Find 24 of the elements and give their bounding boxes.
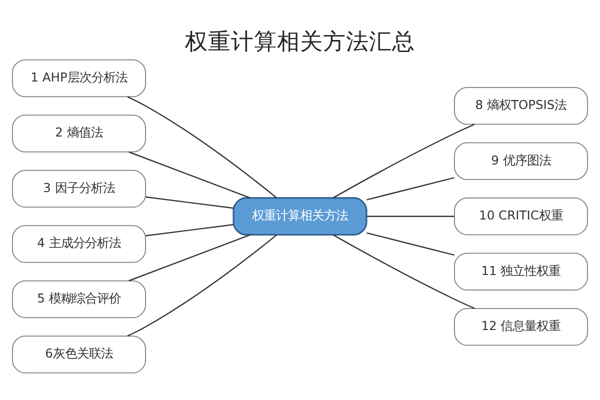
node-box: 6灰色关联法 xyxy=(12,336,146,374)
diagram-title: 权重计算相关方法汇总 xyxy=(185,29,415,56)
node-box: 5 模糊综合评价 xyxy=(12,280,146,318)
node-box: 11 独立性权重 xyxy=(454,252,588,291)
connector xyxy=(146,196,234,209)
node-box: 8 熵权TOPSIS法 xyxy=(454,86,588,125)
node-box: 1 AHP层次分析法 xyxy=(12,59,146,98)
connector xyxy=(366,177,454,200)
connector xyxy=(128,234,250,282)
node-box: 2 熵值法 xyxy=(12,114,146,152)
connector xyxy=(128,151,250,198)
connector xyxy=(146,224,234,236)
connector xyxy=(127,234,278,337)
connector xyxy=(366,216,454,217)
node-box: 12 信息量权重 xyxy=(454,308,588,346)
connector xyxy=(332,234,475,309)
node-box: 权重计算相关方法 xyxy=(232,197,368,236)
node-box: 9 优序图法 xyxy=(454,142,588,180)
node-box: 4 主成分分析法 xyxy=(12,225,146,263)
connector xyxy=(332,124,475,198)
connector xyxy=(127,96,278,198)
node-box: 3 因子分析法 xyxy=(12,170,146,208)
connector xyxy=(366,232,454,256)
node-box: 10 CRITIC权重 xyxy=(454,197,588,236)
